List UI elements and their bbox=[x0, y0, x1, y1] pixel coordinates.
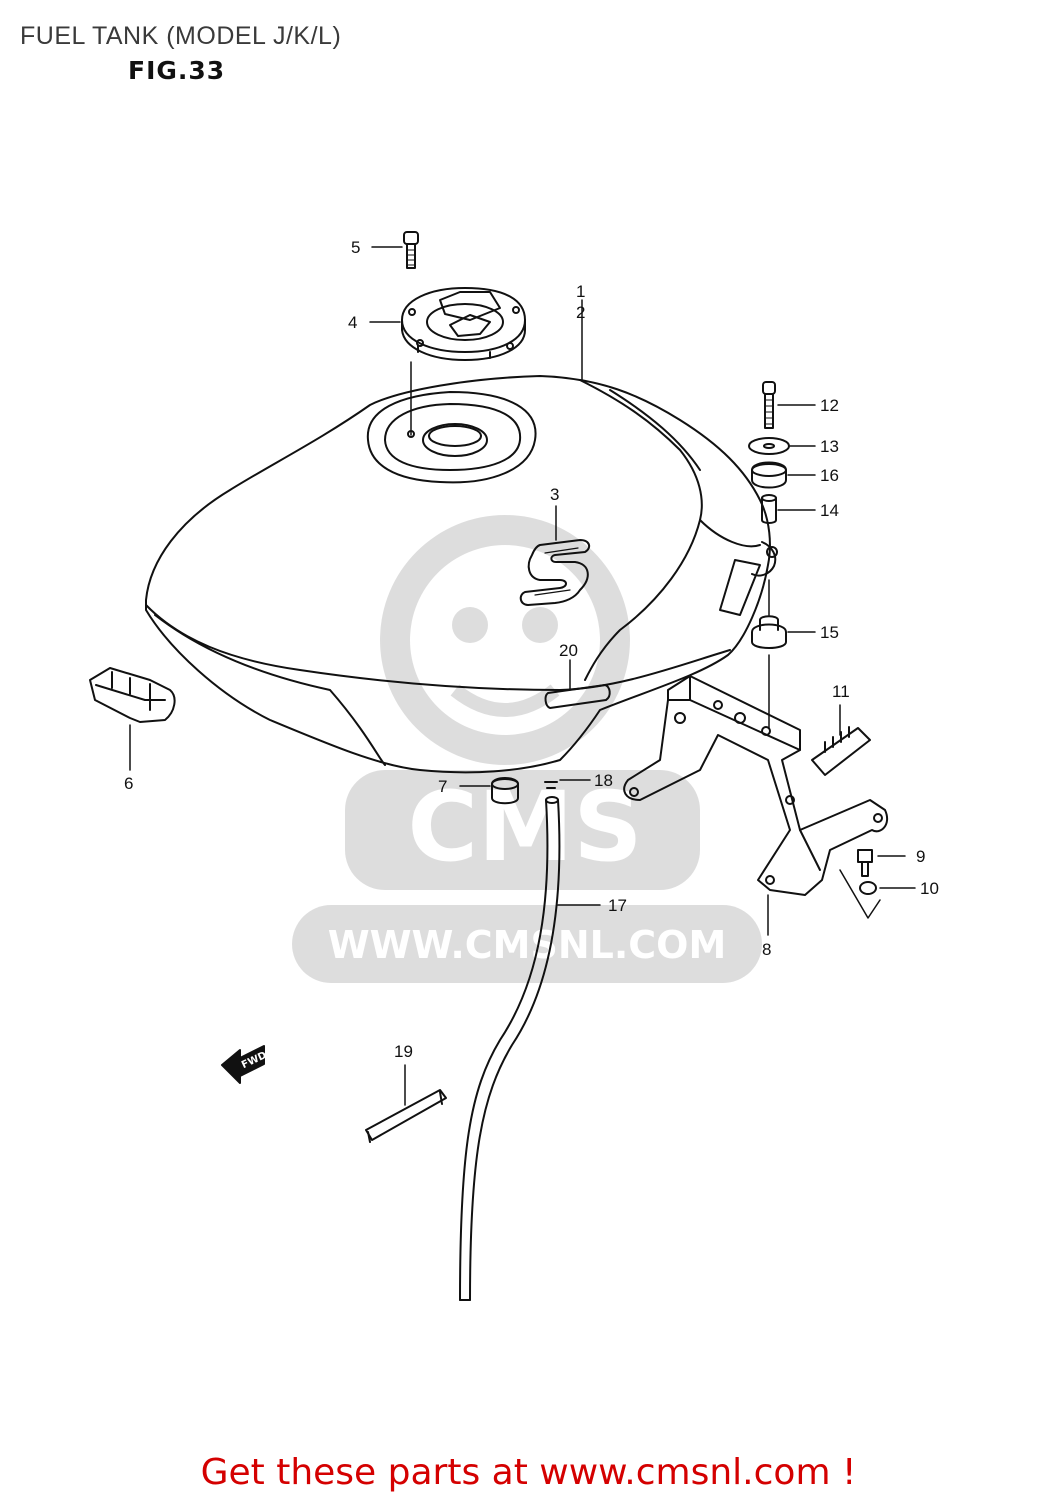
rubber-11 bbox=[811, 726, 871, 776]
clamp-18 bbox=[544, 781, 558, 789]
cushion-15 bbox=[751, 615, 787, 649]
spacer-14 bbox=[761, 494, 777, 524]
callout-16: 16 bbox=[820, 466, 839, 485]
cms-watermark: CMS WWW.CMSNL.COM bbox=[292, 515, 762, 983]
figure-number: FIG.33 bbox=[128, 56, 226, 85]
fuel-cap bbox=[401, 287, 526, 361]
diagram-title: FUEL TANK (MODEL J/K/L) bbox=[20, 22, 342, 50]
bracket-8 bbox=[623, 675, 889, 896]
bolt-5 bbox=[403, 231, 419, 269]
callout-19: 19 bbox=[394, 1042, 413, 1061]
callout-10: 10 bbox=[920, 879, 939, 898]
callout-13: 13 bbox=[820, 437, 839, 456]
callout-18: 18 bbox=[594, 771, 613, 790]
nut-10 bbox=[859, 881, 877, 895]
callout-2: 2 bbox=[576, 303, 585, 322]
callout-11: 11 bbox=[832, 682, 850, 701]
callout-7: 7 bbox=[438, 777, 447, 796]
callout-8: 8 bbox=[762, 940, 771, 959]
callout-17: 17 bbox=[608, 896, 627, 915]
callout-9: 9 bbox=[916, 847, 925, 866]
parts-diagram: CMS WWW.CMSNL.COM bbox=[89, 231, 939, 1301]
hose-17 bbox=[459, 799, 549, 1301]
holder-19 bbox=[365, 1089, 447, 1143]
watermark-url: WWW.CMSNL.COM bbox=[328, 923, 727, 967]
callout-4: 4 bbox=[348, 313, 357, 332]
callout-12: 12 bbox=[820, 396, 839, 415]
cushion-7 bbox=[491, 777, 519, 805]
fuel-tank bbox=[145, 375, 778, 774]
watermark-url-box bbox=[292, 905, 762, 983]
callout-1: 1 bbox=[576, 282, 585, 301]
washer-13 bbox=[748, 437, 790, 455]
emblem-s bbox=[519, 539, 591, 606]
callout-6: 6 bbox=[124, 774, 133, 793]
watermark-brand: CMS bbox=[407, 771, 642, 883]
bolt-12 bbox=[762, 381, 776, 429]
watermark-mascot-head bbox=[380, 515, 630, 765]
clip-6 bbox=[89, 667, 176, 723]
get-parts-link[interactable]: Get these parts at www.cmsnl.com ! bbox=[200, 1452, 857, 1493]
bolt-9 bbox=[857, 849, 873, 877]
callout-14: 14 bbox=[820, 501, 839, 520]
callout-15: 15 bbox=[820, 623, 839, 642]
fwd-arrow-icon bbox=[221, 1045, 265, 1084]
watermark-logo-box bbox=[345, 770, 700, 890]
collar-16 bbox=[751, 461, 787, 489]
decal-20 bbox=[544, 684, 611, 709]
leader-lines bbox=[129, 246, 916, 1106]
callout-20: 20 bbox=[559, 641, 578, 660]
callout-3: 3 bbox=[550, 485, 559, 504]
callout-5: 5 bbox=[351, 238, 360, 257]
